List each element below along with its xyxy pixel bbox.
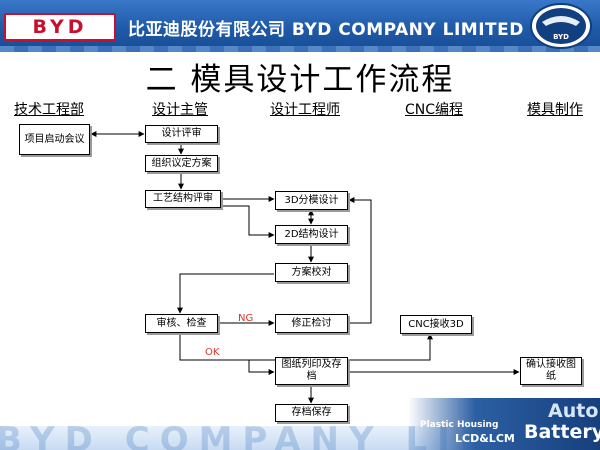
footer-auto: Auto <box>548 400 599 422</box>
footer-plastic-housing: Plastic Housing <box>420 420 499 430</box>
edge-process-2d <box>221 205 275 238</box>
company-name: 比亚迪股份有限公司 BYD COMPANY LIMITED <box>128 20 524 40</box>
footer-battery: Battery <box>524 421 600 443</box>
edge-check-audit <box>177 273 274 314</box>
node-process-review: 工艺结构评审 <box>145 190 221 208</box>
footer-lcd-lcm: LCD&LCM <box>455 432 515 445</box>
node-print-archive: 图纸列印及存档 <box>275 357 348 385</box>
column-header-supervisor: 设计主管 <box>152 102 208 118</box>
node-cnc-receive: CNC接收3D <box>400 315 472 334</box>
column-header-cnc: CNC编程 <box>405 102 464 118</box>
node-kickoff-meeting: 项目启动会议 <box>19 124 90 155</box>
byd-logo: BYD <box>4 13 116 41</box>
column-header-tech: 技术工程部 <box>14 102 84 118</box>
node-confirm-receipt: 确认接收图纸 <box>520 357 582 385</box>
byd-emblem-icon: BYD <box>530 3 592 49</box>
node-design-review: 设计评审 <box>145 125 218 143</box>
node-fix-review: 修正检讨 <box>275 314 348 333</box>
node-archive-save: 存档保存 <box>275 404 348 422</box>
edge-ok-print <box>248 360 275 375</box>
node-2d-design: 2D结构设计 <box>275 225 348 244</box>
column-header-mold: 模具制作 <box>527 102 583 118</box>
logo-text: BYD <box>32 16 88 38</box>
edge-fix-3d <box>348 197 372 324</box>
page-title: 二 模具设计工作流程 <box>145 62 455 98</box>
label-ng: NG <box>238 313 254 324</box>
node-3d-design: 3D分模设计 <box>275 191 348 210</box>
node-scheme-check: 方案校对 <box>275 263 348 282</box>
footer-brand-panel <box>408 398 600 450</box>
emblem-text: BYD <box>553 33 569 41</box>
column-header-engineer: 设计工程师 <box>270 102 340 118</box>
header-stripe <box>0 46 600 52</box>
label-ok: OK <box>205 347 220 358</box>
node-plan: 组织议定方案 <box>145 155 218 172</box>
node-audit: 审核、检查 <box>145 314 218 333</box>
